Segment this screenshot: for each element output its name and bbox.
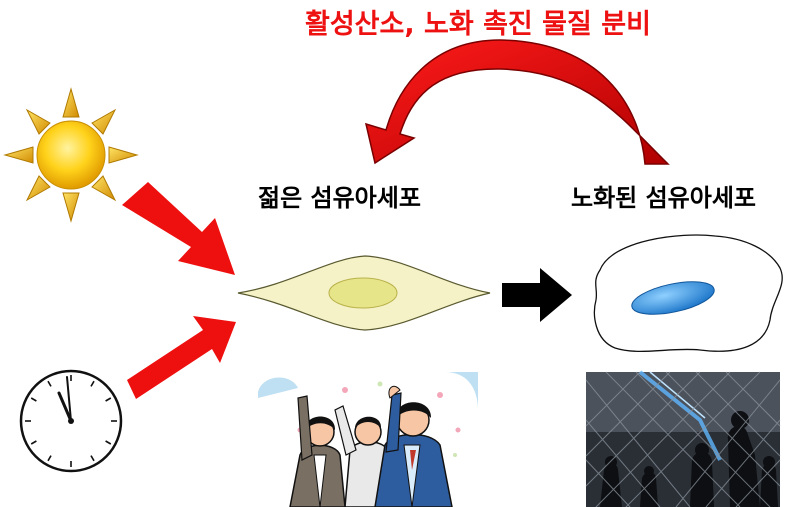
aged-fibroblast-cell (594, 235, 782, 351)
aged-fibroblast-label: 노화된 섬유아세포 (571, 178, 756, 213)
young-fibroblast-cell (238, 256, 490, 330)
young-fibroblast-label: 젊은 섬유아세포 (258, 178, 421, 213)
feedback-curved-arrow (366, 40, 668, 164)
sun-to-cell-arrow (122, 182, 235, 275)
clock-icon (21, 371, 121, 471)
young-cell-nucleus (329, 278, 397, 308)
diagram-title: 활성산소, 노화 촉진 물질 분비 (305, 2, 651, 41)
sun-icon (5, 89, 137, 221)
celebrating-people-illustration (258, 372, 478, 507)
zombie-fence-illustration (586, 372, 780, 507)
clock-to-cell-arrow (127, 316, 236, 399)
aging-progression-arrow (502, 268, 572, 322)
